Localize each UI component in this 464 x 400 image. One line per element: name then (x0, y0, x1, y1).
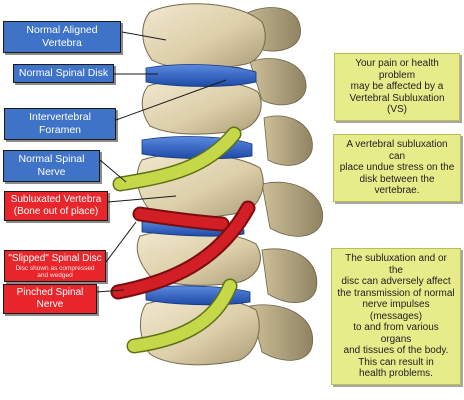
subluxated-vertebra-subtitle: (Bone out of place) (13, 206, 99, 217)
leader-lines (95, 31, 227, 293)
note2-line: disk between the vertebrae. (359, 173, 435, 197)
note3-line: The subluxation and or the (345, 253, 447, 276)
note-nerve-impulses: The subluxation and or the disc can adve… (331, 248, 461, 385)
note3-line: disc can adversely affect (341, 276, 451, 287)
label-normal-spinal-disk: Normal Spinal Disk (13, 64, 114, 83)
note3-line: health problems. (359, 368, 433, 379)
note3-line: nerve impulses (messages) (362, 299, 430, 322)
label-intervertebral-foramen: Intervertebral Foramen (4, 108, 116, 140)
slipped-disc-caption-2: and wedged (37, 272, 73, 279)
slipped-disc-caption-1: Disc shown as compressed (15, 265, 95, 272)
label-pinched-spinal-nerve: Pinched Spinal Nerve (3, 284, 97, 314)
label-normal-spinal-nerve: Normal Spinal Nerve (3, 150, 100, 182)
note1-line: Vertebral Subluxation (VS) (349, 92, 445, 116)
note3-line: the transmission of normal (337, 287, 455, 299)
note3-line: This can result in (358, 356, 434, 368)
note2-line: A vertebral subluxation can (346, 139, 448, 162)
note-vertebral-subluxation: Your pain or health problem may be affec… (334, 53, 460, 121)
note1-line: may be affected by a (350, 81, 444, 92)
label-normal-aligned-vertebra: Normal Aligned Vertebra (3, 21, 121, 53)
note2-line: place undue stress on the (339, 162, 455, 173)
label-slipped-spinal-disc: "Slipped" Spinal Disc Disc shown as comp… (4, 250, 106, 282)
vertebra-processes (237, 7, 324, 361)
note3-line: to and from various organs (353, 322, 439, 345)
spinal-nerves (110, 126, 256, 354)
subluxated-vertebra-title: Subluxated Vertebra (10, 194, 102, 205)
note1-line: Your pain or health problem (355, 58, 439, 81)
note3-line: and tissues of the body. (343, 345, 449, 356)
slipped-disc-title: "Slipped" Spinal Disc (8, 253, 102, 264)
label-subluxated-vertebra: Subluxated Vertebra (Bone out of place) (4, 191, 108, 221)
note-undue-stress: A vertebral subluxation can place undue … (333, 134, 461, 202)
